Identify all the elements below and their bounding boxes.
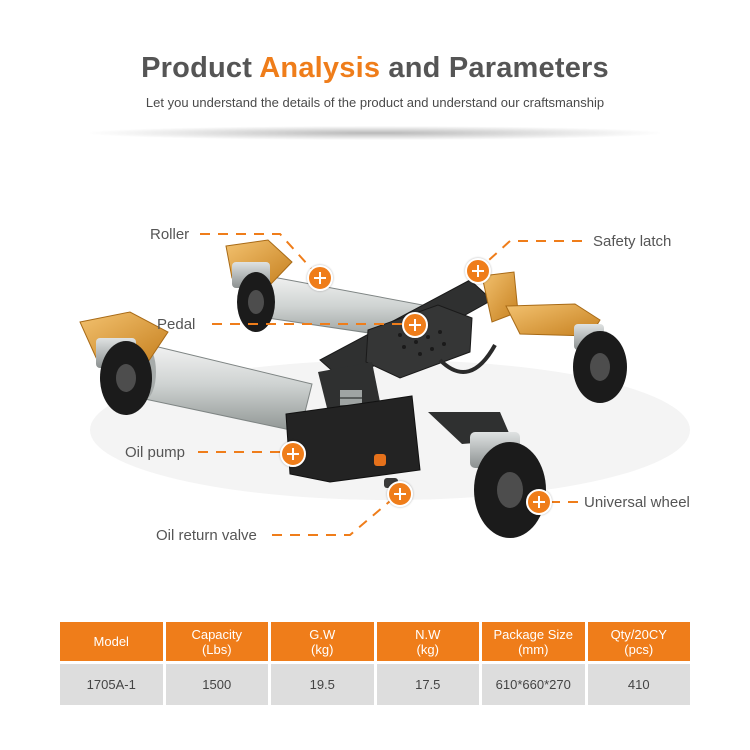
header-model: Model <box>60 622 163 661</box>
cell-net-weight: 17.5 <box>376 664 479 705</box>
title-part-1: Product <box>141 52 260 84</box>
cell-quantity: 410 <box>587 664 690 705</box>
back-left-caster <box>225 239 293 332</box>
product-image <box>79 233 690 538</box>
universal-wheel-label: Universal wheel <box>584 494 690 511</box>
page-title: Product Analysis and Parameters <box>0 52 750 85</box>
oil-pump-hotspot-icon[interactable] <box>280 441 306 467</box>
cell-gross-weight: 19.5 <box>271 664 374 705</box>
oil-pump-label: Oil pump <box>125 444 186 461</box>
cell-capacity: 1500 <box>165 664 268 705</box>
roller-hotspot-icon[interactable] <box>307 265 333 291</box>
header-quantity: Qty/20CY(pcs) <box>587 622 690 661</box>
header-capacity: Capacity(Lbs) <box>165 622 268 661</box>
back-right-caster <box>573 324 627 403</box>
roller-label: Roller <box>150 226 190 243</box>
specification-table: Model Capacity(Lbs) G.W(kg) N.W(kg) Pack… <box>57 619 693 708</box>
callout-lines <box>198 233 582 536</box>
roller-line <box>200 233 319 277</box>
safety-latch-line <box>477 240 582 271</box>
safety-latch-hotspot-icon[interactable] <box>465 258 491 284</box>
header-package-size: Package Size(mm) <box>482 622 585 661</box>
table-row: 1705A-1 1500 19.5 17.5 610*660*270 410 <box>60 664 690 705</box>
pedal-label: Pedal <box>157 316 196 333</box>
header-net-weight: N.W(kg) <box>376 622 479 661</box>
oil-return-valve-line <box>272 495 397 536</box>
safety-latch-label: Safety latch <box>593 233 672 250</box>
oil-return-valve-label: Oil return valve <box>156 527 257 544</box>
universal-wheel-hotspot-icon[interactable] <box>526 489 552 515</box>
oil-return-valve-hotspot-icon[interactable] <box>387 481 413 507</box>
divider-shadow <box>90 126 660 140</box>
pedal-hotspot-icon[interactable] <box>402 312 428 338</box>
header-gross-weight: G.W(kg) <box>271 622 374 661</box>
page-subtitle: Let you understand the details of the pr… <box>145 95 605 110</box>
title-part-2: and Parameters <box>380 52 609 84</box>
title-accent: Analysis <box>259 52 381 84</box>
table-header-row: Model Capacity(Lbs) G.W(kg) N.W(kg) Pack… <box>60 622 690 661</box>
front-left-caster <box>79 311 169 415</box>
front-right-caster <box>428 412 546 538</box>
cell-package-size: 610*660*270 <box>482 664 585 705</box>
cell-model: 1705A-1 <box>60 664 163 705</box>
